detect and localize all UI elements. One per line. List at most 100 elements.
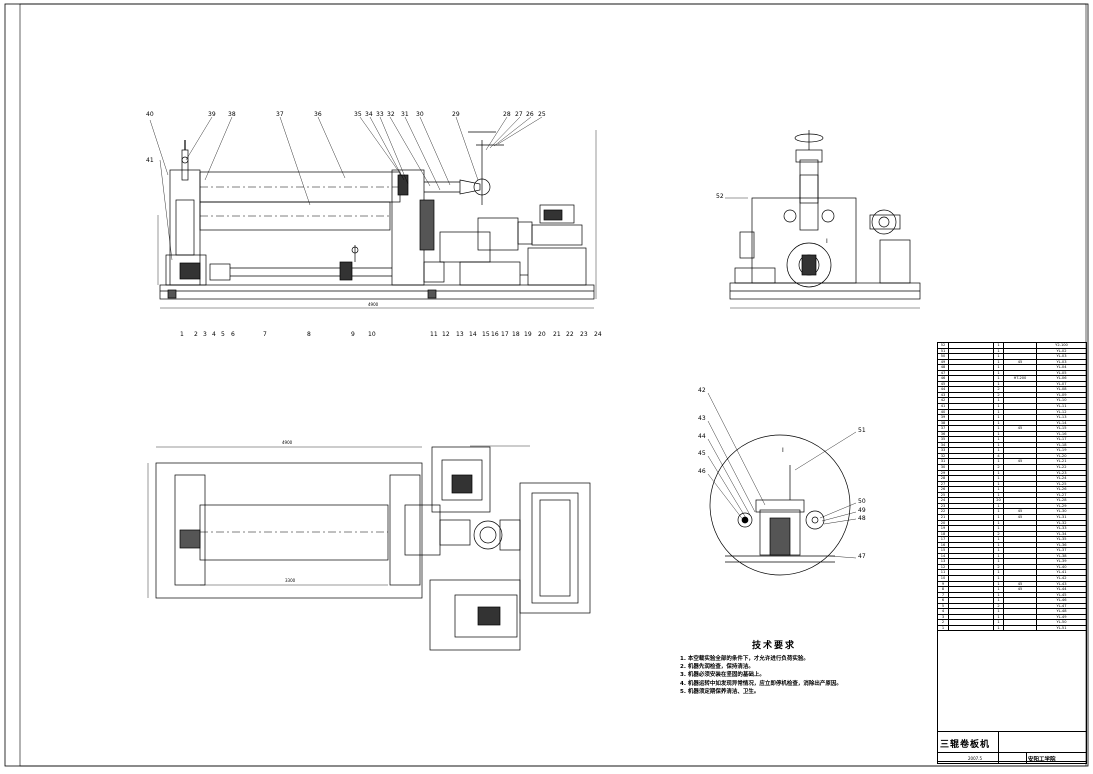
detail-mark: I — [782, 447, 784, 454]
bom-cell: 1 — [994, 448, 1004, 453]
bom-cell: 1 — [994, 398, 1004, 404]
bom-cell: YL-23 — [1056, 470, 1067, 475]
bom-cell — [1004, 603, 1037, 609]
front-dim-length: 4900 — [368, 302, 379, 307]
bom-cell: 19 — [938, 526, 949, 531]
bom-cell — [1004, 404, 1037, 409]
bom-cell: YL-04 — [1056, 365, 1067, 370]
bom-cell — [949, 426, 994, 431]
label-43: 43 — [698, 415, 706, 422]
bom-cell: 1 — [994, 359, 1004, 365]
bom-cell — [1004, 465, 1037, 470]
bom-cell: YL-43 — [1056, 581, 1067, 586]
bom-cell — [1004, 387, 1037, 392]
bom-cell — [949, 620, 994, 625]
label-11: 11 — [430, 331, 438, 338]
bom-cell — [949, 470, 994, 476]
bom-cell — [1004, 492, 1037, 498]
bom-cell — [1004, 531, 1037, 537]
bom-cell — [949, 404, 994, 409]
bom-cell: YL-18 — [1056, 442, 1067, 447]
bom-cell: 45 — [1004, 359, 1037, 365]
bom-cell: 1 — [994, 514, 1004, 520]
bom-cell: YL-27 — [1056, 492, 1067, 497]
school-name: 安阳工学院 — [1028, 757, 1056, 763]
bom-cell: 1 — [994, 492, 1004, 498]
label-9: 9 — [351, 331, 355, 338]
bom-cell: 2 — [994, 531, 1004, 537]
label-16: 16 — [491, 331, 499, 338]
bom-cell — [949, 415, 994, 420]
bom-cell — [949, 392, 994, 398]
bom-cell: 50 — [938, 354, 949, 359]
bom-cell: YL-48 — [1056, 609, 1067, 614]
bom-cell: 1 — [994, 404, 1004, 409]
detail-view-leaders — [707, 392, 857, 559]
bom-cell: 31 — [938, 459, 949, 465]
bom-cell: 10 — [938, 575, 949, 581]
bom-cell — [949, 542, 994, 548]
label-15: 15 — [482, 331, 490, 338]
bom-cell — [1004, 526, 1037, 531]
label-5: 5 — [221, 331, 225, 338]
bom-cell: YL-35 — [1056, 537, 1067, 542]
bom-cell: 2 — [994, 465, 1004, 470]
label-18: 18 — [512, 331, 520, 338]
bom-cell: 16 — [938, 542, 949, 548]
bom-cell: 8 — [938, 587, 949, 592]
bom-cell: 1 — [994, 348, 1004, 354]
bom-cell — [1004, 559, 1037, 564]
bom-cell: YL-37 — [1056, 548, 1067, 553]
bom-cell: 1 — [994, 598, 1004, 603]
bom-cell: YL-51 — [1056, 625, 1067, 630]
bom-cell — [1004, 420, 1037, 426]
bom-cell: 1 — [994, 365, 1004, 370]
bom-cell: 1 — [994, 570, 1004, 575]
bom-cell: 2 — [994, 387, 1004, 392]
plan-view-labels: 4900 3300 — [282, 440, 296, 583]
bom-cell: 46 — [938, 376, 949, 381]
label-47: 47 — [858, 553, 866, 560]
bom-cell: 35 — [938, 437, 949, 442]
detail-view-labels: 42 43 44 45 46 51 50 49 48 47 I — [698, 387, 866, 560]
bom-cell — [949, 520, 994, 526]
label-25: 25 — [538, 111, 546, 118]
label-17: 17 — [501, 331, 509, 338]
label-38: 38 — [228, 111, 236, 118]
tech-req-item: 5. 机器须定期保养清洁、卫生。 — [680, 688, 760, 695]
side-view — [725, 130, 921, 309]
bom-cell: 1 — [994, 575, 1004, 581]
bom-cell: 1 — [994, 343, 1004, 348]
bom-cell: 1 — [994, 614, 1004, 620]
bom-cell: 1 — [994, 520, 1004, 526]
bom-cell: 1 — [994, 426, 1004, 431]
bom-cell — [949, 570, 994, 575]
bom-cell: 24 — [938, 498, 949, 503]
bom-cell: YL-46 — [1056, 598, 1067, 603]
bom-cell: 14 — [938, 553, 949, 559]
bom-cell — [949, 603, 994, 609]
label-19: 19 — [524, 331, 532, 338]
drawing-date: 2007.5 — [968, 756, 982, 761]
bom-cell — [949, 564, 994, 570]
tech-req-item: 3. 机器必须安装在坚固的基础上。 — [680, 672, 765, 679]
bom-cell: 45 — [938, 381, 949, 387]
bom-cell: 34 — [938, 442, 949, 448]
bom-cell — [949, 448, 994, 453]
bom-cell: 49 — [938, 359, 949, 365]
bom-cell — [1004, 365, 1037, 370]
bom-cell — [949, 343, 994, 348]
bom-cell — [1004, 548, 1037, 553]
